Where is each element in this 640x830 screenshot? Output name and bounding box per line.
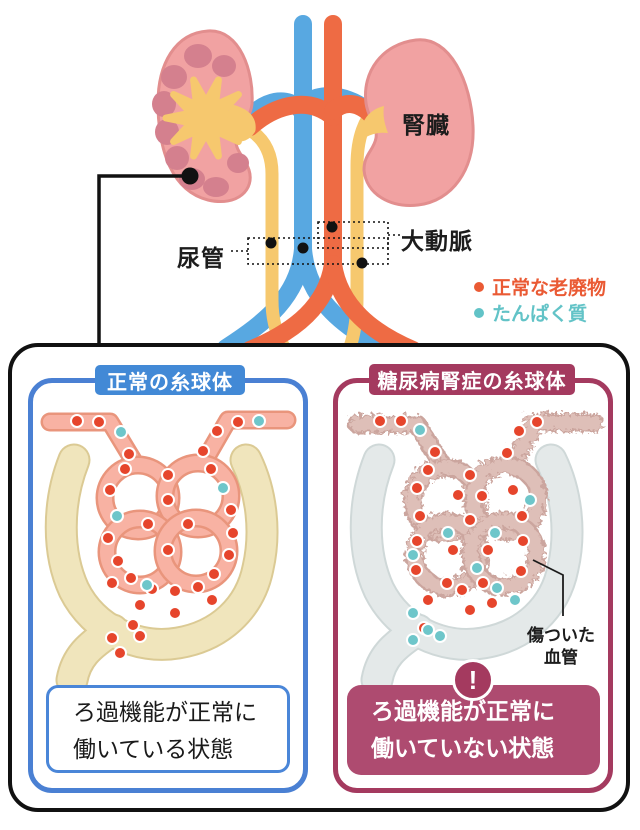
renal-pelvis-right — [359, 106, 388, 142]
capillary-tuft — [40, 410, 297, 595]
normal-glomerulus-card: ろ過機能が正常に 働いている状態 — [28, 378, 308, 793]
callout-marker-dots — [265, 221, 368, 269]
normal-caption-line1: ろ過機能が正常に — [73, 699, 257, 725]
kidney-left-cross-section — [152, 29, 256, 203]
damaged-vessel-pointer-line — [532, 559, 564, 616]
normal-caption-line2: 働いている状態 — [73, 736, 234, 762]
waste-dots — [70, 414, 245, 660]
renal-pelvis — [162, 76, 256, 160]
kidney-right — [359, 38, 475, 207]
legend-waste-label: 正常な老廃物 — [492, 278, 607, 299]
kidney-label: 腎臓 — [402, 112, 450, 138]
legend-normal-waste: 正常な老廃物 — [474, 273, 606, 300]
warning-glyph: ! — [468, 664, 478, 695]
normal-caption-box: ろ過機能が正常に 働いている状態 — [46, 685, 290, 773]
damaged-vessel-label-line2: 血管 — [544, 648, 578, 667]
callout-dotted-boxes — [230, 221, 400, 265]
protein-dot-icon — [474, 307, 484, 318]
diabetic-caption-box: ろ過機能が正常に 働いていない状態 — [347, 685, 600, 775]
protein-dots — [110, 414, 266, 592]
protein-dots-leaking — [406, 423, 537, 647]
diabetic-caption-line1: ろ過機能が正常に — [371, 698, 555, 724]
waste-dots-leaking — [373, 414, 544, 635]
aorta-label: 大動脈 — [401, 228, 473, 254]
legend-protein-label: たんぱく質 — [492, 304, 588, 325]
warning-icon: ! — [452, 659, 494, 701]
legend-protein: たんぱく質 — [474, 299, 587, 326]
diabetic-glomerulus-tab: 糖尿病腎症の糸球体 — [369, 364, 575, 395]
normal-glomerulus-tab: 正常の糸球体 — [95, 365, 245, 395]
ureter-label: 尿管 — [177, 245, 225, 271]
damaged-vessel-label-line1: 傷ついた — [527, 626, 595, 645]
damaged-capillary-tuft — [345, 410, 602, 595]
detail-connector-line — [97, 167, 199, 345]
diabetic-glomerulus-card: 傷ついた 血管 ! ろ過機能が正常に 働いていない状態 — [333, 378, 613, 793]
damaged-vessel-label: 傷ついた 血管 — [506, 625, 616, 669]
bowman-capsule — [44, 443, 279, 697]
waste-dot-icon — [474, 281, 484, 292]
diabetic-caption-line2: 働いていない状態 — [371, 735, 555, 761]
kidney-anatomy-illustration — [97, 15, 475, 345]
